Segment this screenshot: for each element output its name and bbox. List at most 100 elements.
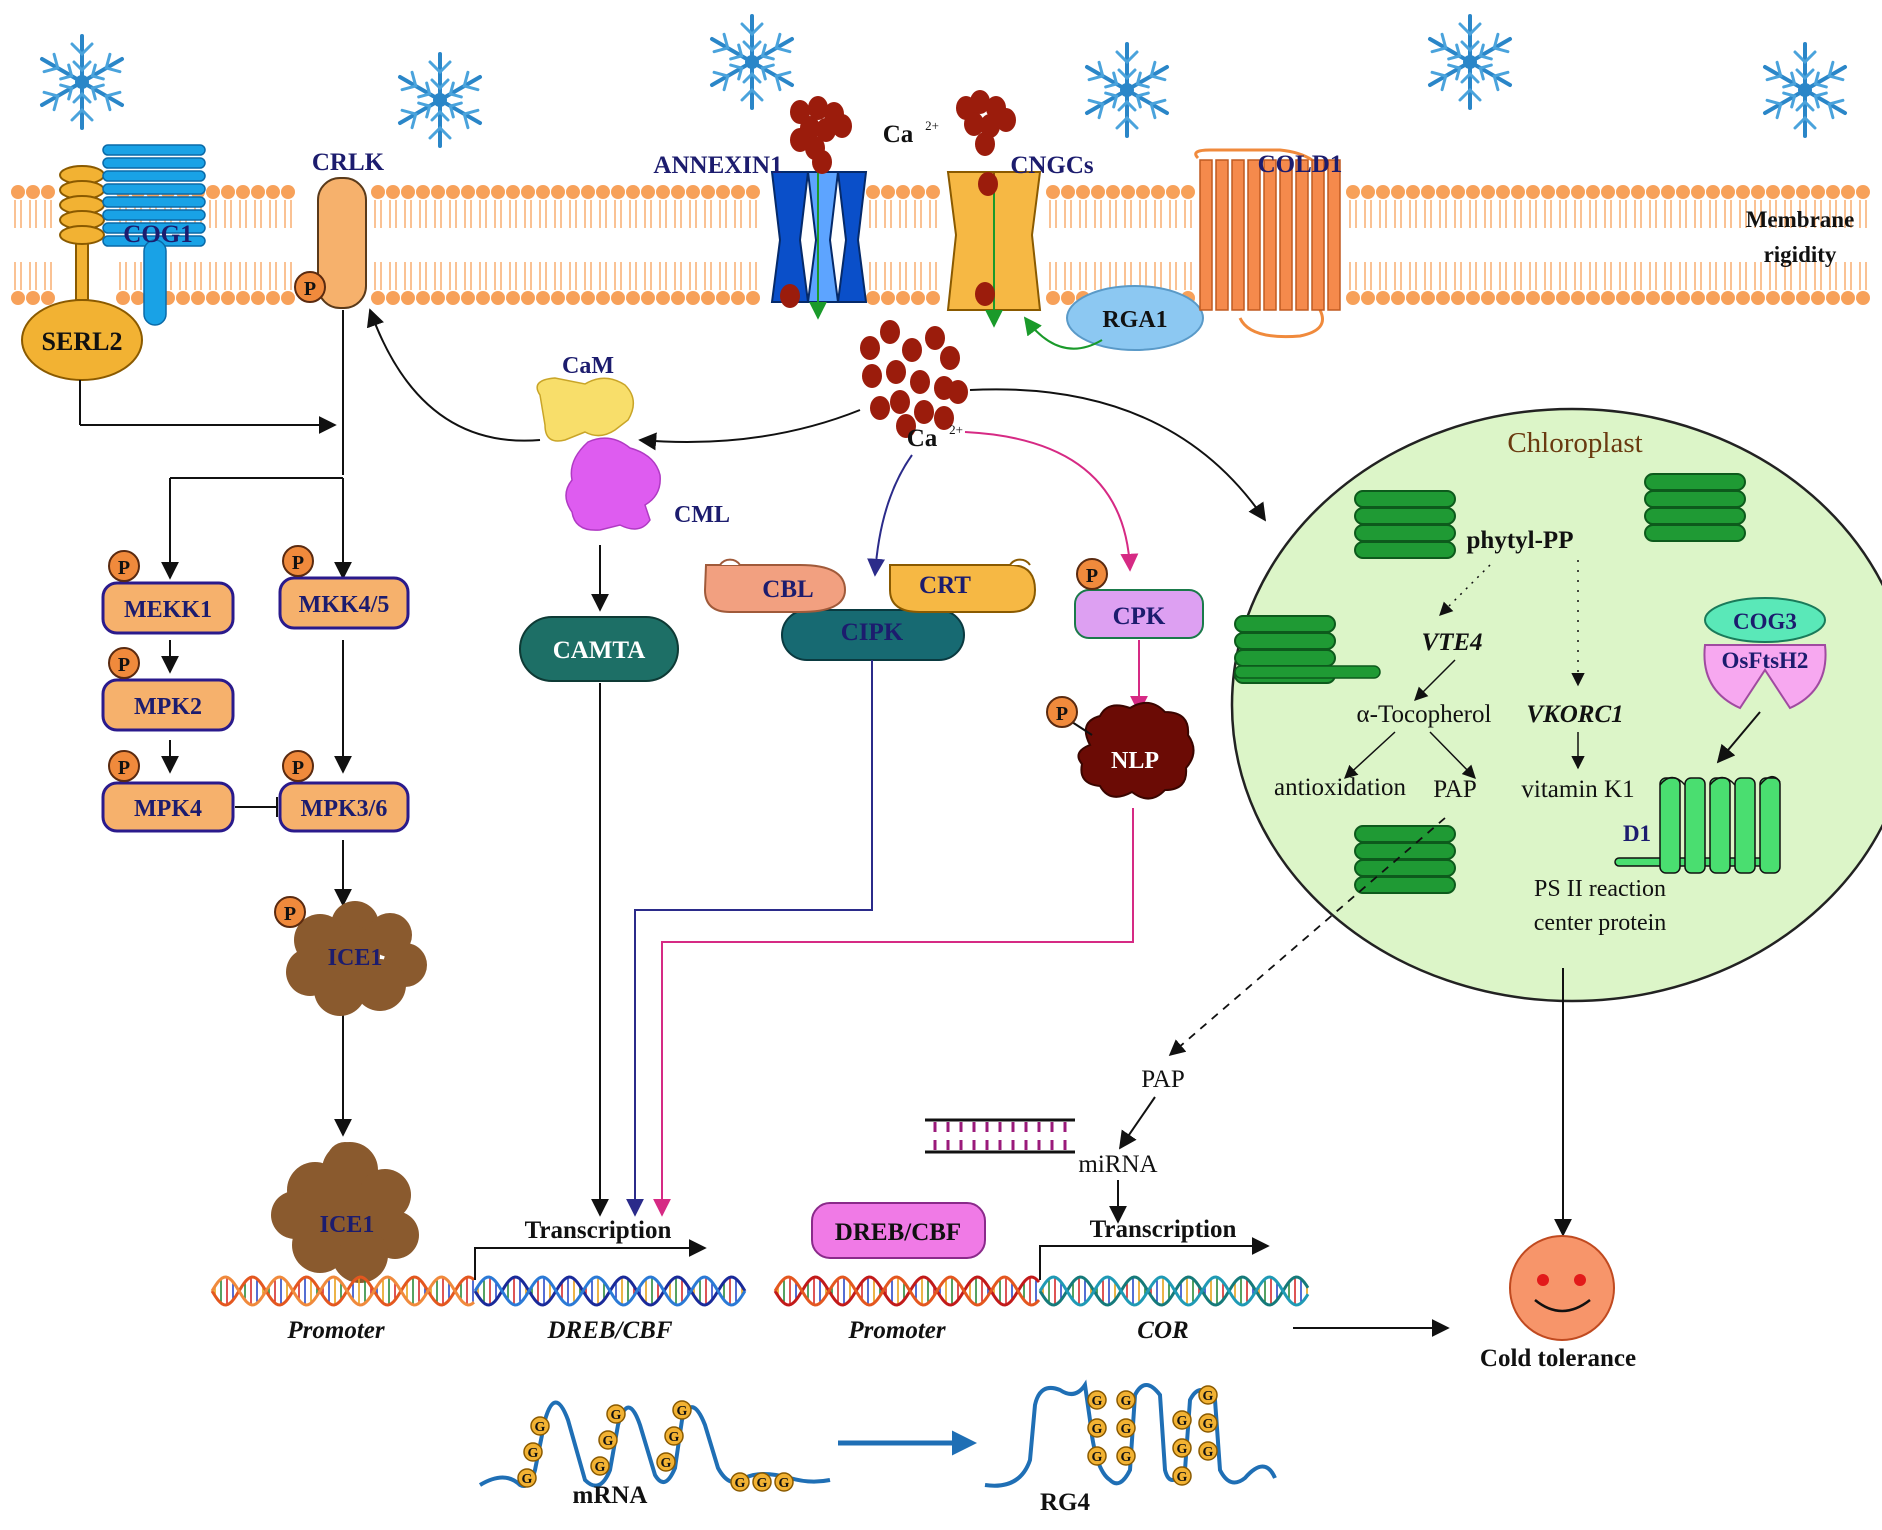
cipk-to-dreb-arrow [626, 660, 873, 1217]
dna-promoter-dreb [210, 1275, 747, 1307]
transcription-arrow-left [474, 1239, 707, 1280]
snowflake-icon [1085, 42, 1169, 138]
svg-text:G: G [661, 1456, 672, 1471]
cngcs-label: CNGCs [1010, 152, 1094, 179]
phospho-badge: P [118, 557, 130, 579]
vkorc1-label: VKORC1 [1526, 701, 1623, 728]
cam-label: CaM [562, 353, 614, 379]
mpk36-kinase: MPK3/6 P [278, 750, 410, 833]
transcription-arrow-right [1039, 1237, 1270, 1280]
rga1-protein: RGA1 [1023, 285, 1204, 351]
svg-text:G: G [528, 1446, 539, 1461]
nlp-factor: NLP P [1046, 696, 1195, 800]
thylakoid-stack [1354, 825, 1456, 894]
mpk2-label: MPK2 [134, 694, 202, 720]
svg-text:G: G [669, 1430, 680, 1445]
vitamin-k1-label: vitamin K1 [1521, 776, 1634, 803]
svg-text:G: G [1121, 1450, 1132, 1465]
snowflake-icon [1763, 42, 1847, 138]
ca-to-cam-arrow [638, 409, 861, 451]
mekk1-kinase: MEKK1 P [101, 550, 235, 635]
phospho-badge: P [118, 757, 130, 779]
nlp-label: NLP [1111, 748, 1159, 774]
pap-cytosol-label: PAP [1141, 1066, 1185, 1093]
svg-text:G: G [1177, 1442, 1188, 1457]
crlk-receptor: CRLK P [294, 149, 385, 309]
serl2-receptor: SERL2 [21, 165, 143, 381]
smiley-icon [1509, 1235, 1615, 1341]
cog3-label: COG3 [1733, 609, 1797, 634]
phospho-badge: P [1086, 565, 1098, 587]
snowflake-icon [40, 34, 124, 130]
cam-to-crlk-arrow [366, 308, 541, 442]
chloroplast-title: Chloroplast [1507, 427, 1642, 459]
rg4-label: RG4 [1040, 1489, 1091, 1516]
ice1-label-bottom: ICE1 [320, 1212, 375, 1238]
ps2-label-line2: center protein [1534, 910, 1667, 936]
mpk4-kinase: MPK4 P [101, 750, 235, 833]
cpk-label: CPK [1113, 603, 1166, 630]
svg-text:G: G [595, 1460, 606, 1475]
mpk36-label: MPK3/6 [301, 796, 388, 822]
mkk45-label: MKK4/5 [299, 592, 390, 618]
d1-label: D1 [1623, 821, 1651, 846]
plasma-membrane [11, 185, 1870, 305]
dreb-cbf-box-label: DREB/CBF [835, 1219, 961, 1246]
ps2-label-line1: PS II reaction [1534, 876, 1666, 902]
transcription-label-right: Transcription [1090, 1216, 1237, 1243]
ice1-bound: ICE1 [271, 1142, 419, 1283]
transcription-label-left: Transcription [525, 1217, 672, 1244]
cold-tolerance-label: Cold tolerance [1480, 1345, 1636, 1372]
cog1-label: COG1 [123, 221, 192, 248]
phospho-badge: P [284, 903, 296, 925]
osftsh2-label: OsFtsH2 [1722, 648, 1809, 673]
nlp-to-dreb-arrow [653, 808, 1134, 1217]
camta-factor: CAMTA [519, 616, 679, 682]
svg-text:G: G [1177, 1414, 1188, 1429]
phospho-badge: P [292, 757, 304, 779]
cipk-label: CIPK [841, 619, 904, 646]
rga1-label: RGA1 [1102, 307, 1167, 333]
mpk4-label: MPK4 [134, 796, 202, 822]
svg-text:G: G [1092, 1394, 1103, 1409]
mirna-label: miRNA [1078, 1151, 1157, 1178]
pap-export-arrow [1168, 817, 1446, 1057]
phospho-badge: P [118, 654, 130, 676]
cam-cml-complex: CaM CML [536, 353, 730, 531]
svg-text:G: G [1177, 1470, 1188, 1485]
phospho-badge: P [304, 278, 316, 300]
cbl-label: CBL [762, 576, 813, 603]
chloroplast: Chloroplast phytyl-PP VTE4 α-Tocopherol … [1230, 407, 1882, 1003]
pap-chloroplast-label: PAP [1433, 776, 1477, 803]
svg-text:G: G [677, 1404, 688, 1419]
svg-text:G: G [735, 1476, 746, 1491]
cpk-kinase: CPK P [1074, 558, 1204, 639]
dreb-cbf-gene-label: DREB/CBF [546, 1317, 672, 1344]
membrane-label-line2: rigidity [1764, 242, 1837, 267]
svg-text:G: G [603, 1434, 614, 1449]
cog1-receptor: COG1 [102, 144, 206, 326]
annexin1-channel: ANNEXIN1 [653, 148, 868, 320]
membrane-label-line1: Membrane [1746, 207, 1855, 232]
cold1-label: COLD1 [1258, 151, 1343, 178]
mpk2-kinase: MPK2 P [101, 647, 235, 732]
thylakoid-stack [1354, 490, 1456, 559]
svg-text:G: G [1203, 1445, 1214, 1460]
svg-text:G: G [779, 1476, 790, 1491]
ca-to-chloroplast-arrow [969, 388, 1267, 522]
calcium-ions-cytosol [860, 320, 968, 438]
svg-text:G: G [522, 1472, 533, 1487]
svg-text:G: G [535, 1420, 546, 1435]
snowflake-icon [398, 52, 482, 148]
promoter-label-left: Promoter [286, 1317, 384, 1344]
camta-label: CAMTA [553, 637, 646, 664]
cbl-cipk-complex: CBL CRT CIPK [703, 558, 1037, 661]
svg-text:G: G [757, 1476, 768, 1491]
ca-to-cpk-arrow [964, 431, 1139, 572]
cor-gene-label: COR [1137, 1317, 1188, 1344]
cold1-protein: COLD1 [1194, 148, 1343, 339]
serl2-label: SERL2 [42, 327, 123, 356]
calcium-label-top: Ca [883, 121, 914, 148]
